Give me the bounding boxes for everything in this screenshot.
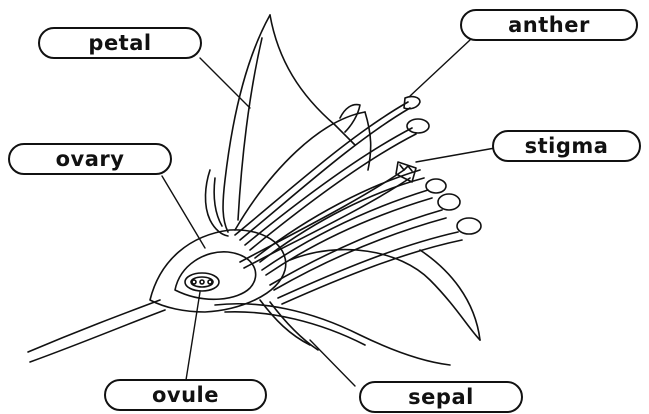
anther-3 — [426, 179, 446, 193]
stamens — [235, 97, 481, 304]
ovary-leader — [162, 176, 205, 248]
label-sepal: sepal — [359, 381, 523, 413]
petal-shape — [205, 15, 360, 236]
anther-5 — [457, 218, 481, 234]
anther-4 — [438, 194, 460, 210]
sepal-shape — [215, 300, 450, 365]
ovule-leader — [186, 292, 200, 380]
ovary-body — [150, 230, 286, 312]
label-stigma: stigma — [492, 130, 641, 162]
label-anther: anther — [460, 9, 638, 41]
label-ovary: ovary — [8, 143, 172, 175]
ovule-shape — [185, 273, 219, 291]
label-ovule: ovule — [104, 379, 267, 411]
anther-2 — [407, 119, 429, 133]
stigma-leader — [416, 148, 495, 162]
stem — [28, 300, 165, 362]
sepal-leader — [310, 340, 355, 386]
anther-leader — [410, 40, 470, 96]
leader-lines — [162, 40, 495, 386]
label-petal: petal — [38, 27, 202, 59]
